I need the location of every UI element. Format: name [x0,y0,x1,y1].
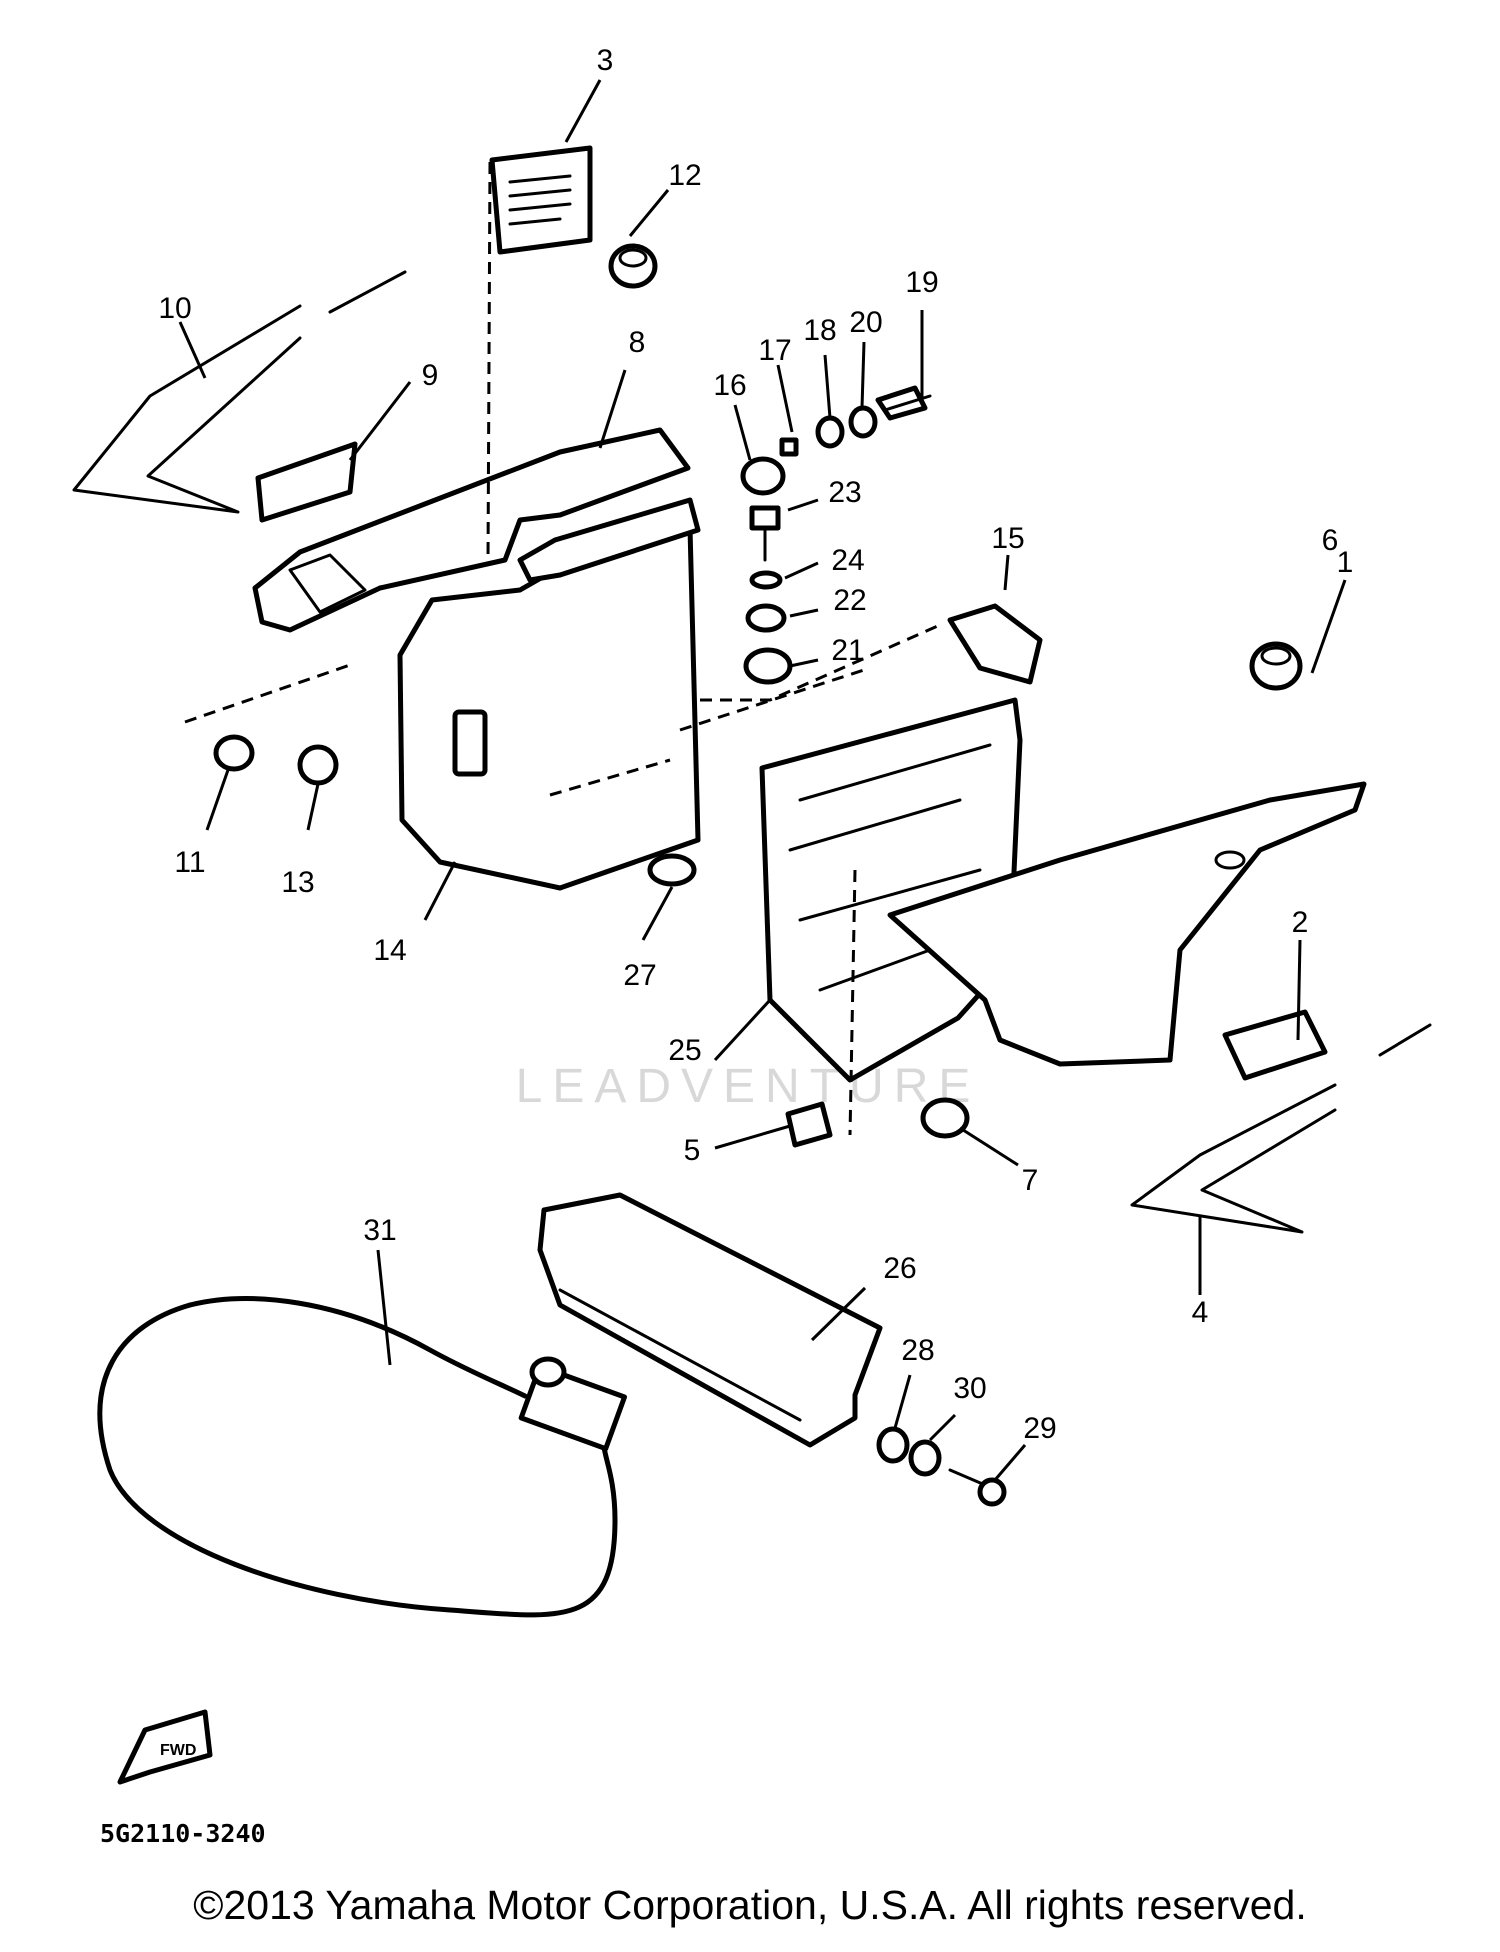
copyright-notice: ©2013 Yamaha Motor Corporation, U.S.A. A… [193,1882,1307,1928]
callout-30: 30 [953,1372,986,1405]
grommet-13 [297,744,339,786]
callout-24: 24 [831,544,864,577]
grommet-6 [1249,641,1303,691]
callout-2: 2 [1292,906,1309,939]
callout-31: 31 [363,1214,396,1247]
grommet-12 [608,243,658,289]
mounting-bracket [252,427,691,633]
callout-3: 3 [597,44,614,77]
watermark: LEADVENTURE [516,1060,981,1113]
callout-11: 11 [174,846,205,879]
callout-22: 22 [833,584,866,617]
forward-arrow-icon: FWD [117,1709,213,1785]
stripe-decal-right [1130,1023,1432,1234]
fastener-set [740,385,932,685]
callout-23: 23 [828,476,861,509]
collar-28 [876,1426,910,1464]
callout-labels: 1 2 3 4 5 6 7 8 9 10 11 12 13 14 15 16 1… [158,44,1353,1445]
reference-lines [184,161,941,1136]
caution-label [489,145,593,255]
callout-18: 18 [803,314,836,347]
callout-26: 26 [883,1252,916,1285]
washer-30 [908,1439,942,1477]
battery-cable [97,1296,628,1618]
callout-13: 13 [281,866,314,899]
callout-7: 7 [1022,1164,1039,1197]
callout-25: 25 [668,1034,701,1067]
callout-17: 17 [758,334,791,367]
nut-5 [785,1101,833,1148]
callout-16: 16 [713,369,746,402]
nut-7 [920,1097,970,1139]
callout-9: 9 [422,359,439,392]
side-cover [887,781,1367,1067]
callout-1: 1 [1337,546,1354,579]
callout-8: 8 [629,326,646,359]
stripe-decal-left [72,270,407,514]
callout-27: 27 [623,959,656,992]
callout-15: 15 [991,522,1024,555]
callout-19: 19 [905,266,938,299]
grommet-27 [647,853,697,887]
callout-29: 29 [1023,1412,1056,1445]
callout-21: 21 [831,634,864,667]
battery-box [397,497,701,891]
callout-4: 4 [1192,1296,1209,1329]
part-code: 5G2110-3240 [100,1819,266,1848]
svg-text:FWD: FWD [160,1742,196,1759]
callout-10: 10 [158,292,191,325]
callout-5: 5 [684,1134,701,1167]
side-emblem [255,441,358,523]
battery-cover [537,1192,883,1448]
screw-29 [948,1468,1007,1507]
side-emblem-right [1222,1009,1328,1081]
callout-12: 12 [668,159,701,192]
callout-14: 14 [373,934,406,967]
clip-15 [947,603,1043,685]
callout-6: 6 [1322,524,1339,557]
leader-lines [178,79,1347,1481]
grommet-11 [213,734,255,772]
callout-20: 20 [849,306,882,339]
callout-28: 28 [901,1334,934,1367]
